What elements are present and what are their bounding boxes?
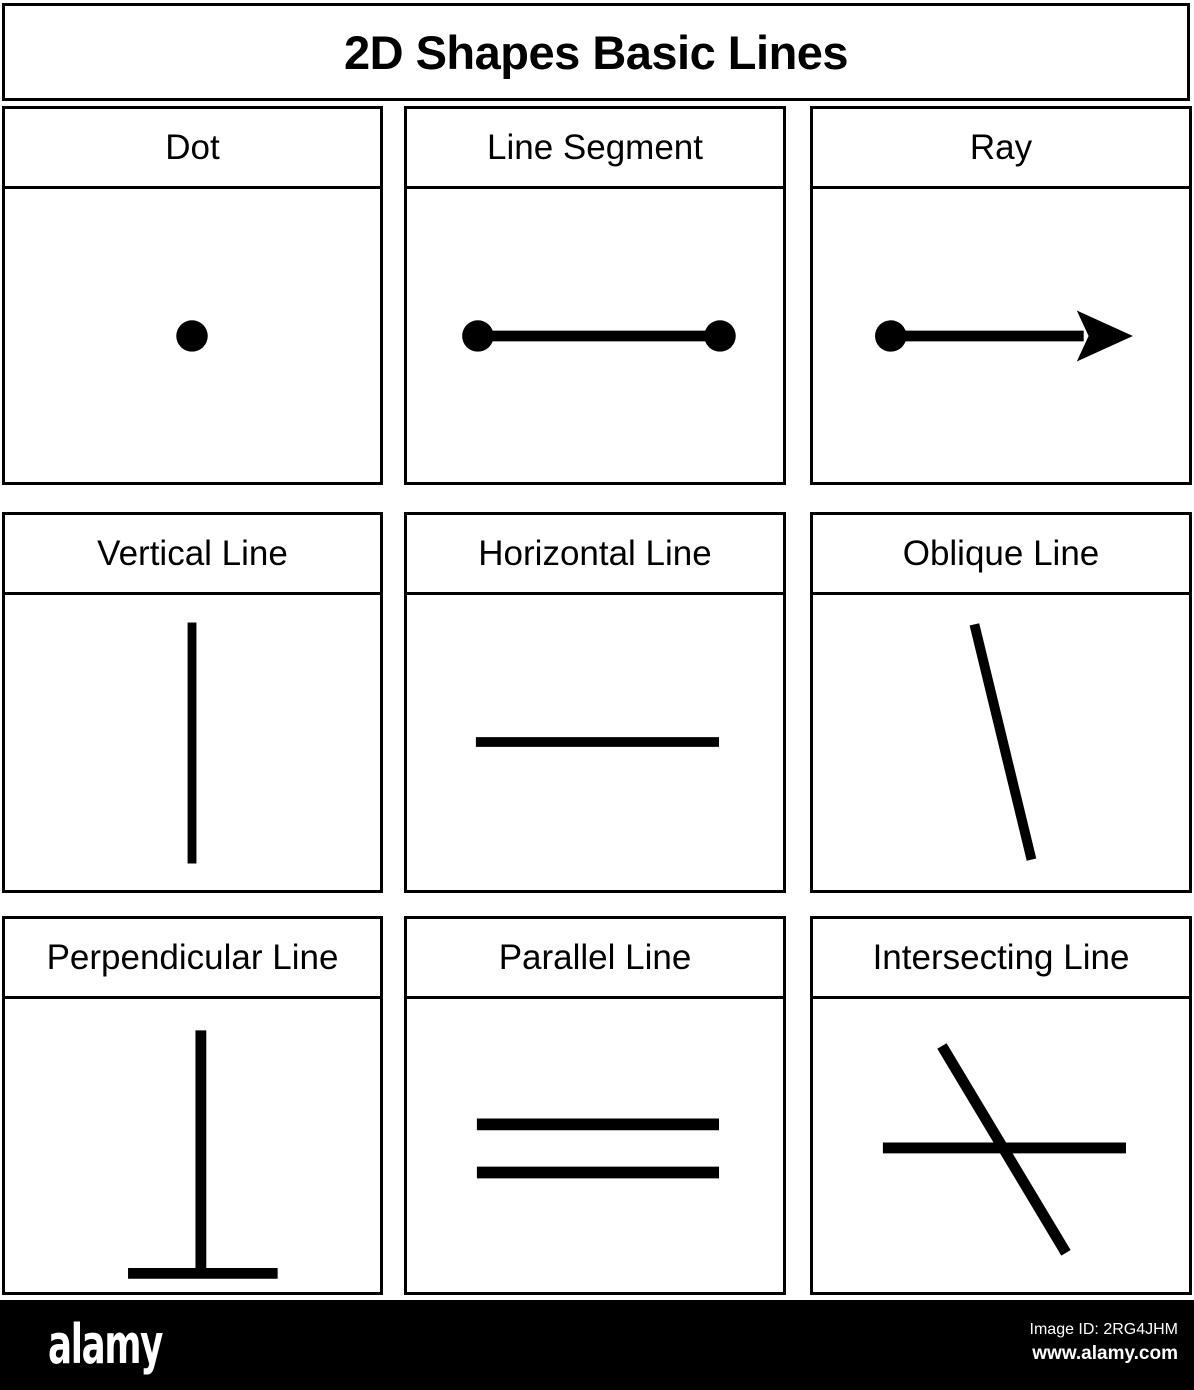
cell-header-line-segment: Line Segment	[404, 106, 786, 189]
figure-horizontal-line	[404, 592, 786, 893]
footer-meta: Image ID: 2RG4JHM www.alamy.com	[1030, 1318, 1178, 1366]
figure-intersecting-line	[810, 996, 1192, 1295]
figure-ray	[810, 186, 1192, 485]
cell-horizontal-line: Horizontal Line	[404, 512, 786, 893]
cell-label: Intersecting Line	[872, 938, 1130, 977]
ray-icon	[875, 310, 1133, 362]
cell-header-vertical-line: Vertical Line	[2, 512, 383, 595]
image-id-text: Image ID: 2RG4JHM	[1029, 1321, 1178, 1338]
cell-header-parallel-line: Parallel Line	[404, 916, 786, 999]
parallel-line-icon	[476, 1118, 720, 1179]
cell-perpendicular-line: Perpendicular Line	[2, 916, 383, 1295]
cell-label: Vertical Line	[97, 534, 288, 573]
cell-vertical-line: Vertical Line	[2, 512, 383, 893]
cell-ray: Ray	[810, 106, 1192, 485]
cell-line-segment: Line Segment	[404, 106, 786, 485]
cell-header-intersecting-line: Intersecting Line	[810, 916, 1192, 999]
page-title-box: 2D Shapes Basic Lines	[2, 3, 1190, 101]
horizontal-line-icon	[475, 737, 720, 747]
cell-header-oblique-line: Oblique Line	[810, 512, 1192, 595]
perpendicular-line-icon	[128, 1030, 278, 1279]
figure-perpendicular-line	[2, 996, 383, 1295]
vertical-line-icon	[187, 622, 197, 864]
alamy-logo: alamy	[48, 1313, 163, 1376]
cell-label: Dot	[165, 128, 220, 167]
dot-icon	[176, 320, 208, 352]
website-url-text: www.alamy.com	[1032, 1343, 1178, 1364]
watermark-footer: alamy Image ID: 2RG4JHM www.alamy.com	[0, 1300, 1194, 1390]
oblique-line-icon	[969, 623, 1037, 861]
cell-label: Oblique Line	[902, 534, 1100, 573]
cell-label: Line Segment	[487, 128, 703, 167]
cell-label: Parallel Line	[498, 938, 692, 977]
cell-label: Ray	[969, 128, 1033, 167]
figure-line-segment	[404, 186, 786, 485]
cell-dot: Dot	[2, 106, 383, 485]
cell-intersecting-line: Intersecting Line	[810, 916, 1192, 1295]
cell-header-perpendicular-line: Perpendicular Line	[2, 916, 383, 999]
cell-header-ray: Ray	[810, 106, 1192, 189]
figure-vertical-line	[2, 592, 383, 893]
figure-oblique-line	[810, 592, 1192, 893]
cell-label: Perpendicular Line	[46, 938, 339, 977]
cell-header-horizontal-line: Horizontal Line	[404, 512, 786, 595]
page-title: 2D Shapes Basic Lines	[343, 25, 849, 79]
figure-dot	[2, 186, 383, 485]
cell-parallel-line: Parallel Line	[404, 916, 786, 1295]
figure-parallel-line	[404, 996, 786, 1295]
cell-oblique-line: Oblique Line	[810, 512, 1192, 893]
intersecting-line-icon	[882, 1043, 1127, 1256]
line-segment-icon	[462, 320, 736, 352]
cell-header-dot: Dot	[2, 106, 383, 189]
cell-label: Horizontal Line	[478, 534, 712, 573]
